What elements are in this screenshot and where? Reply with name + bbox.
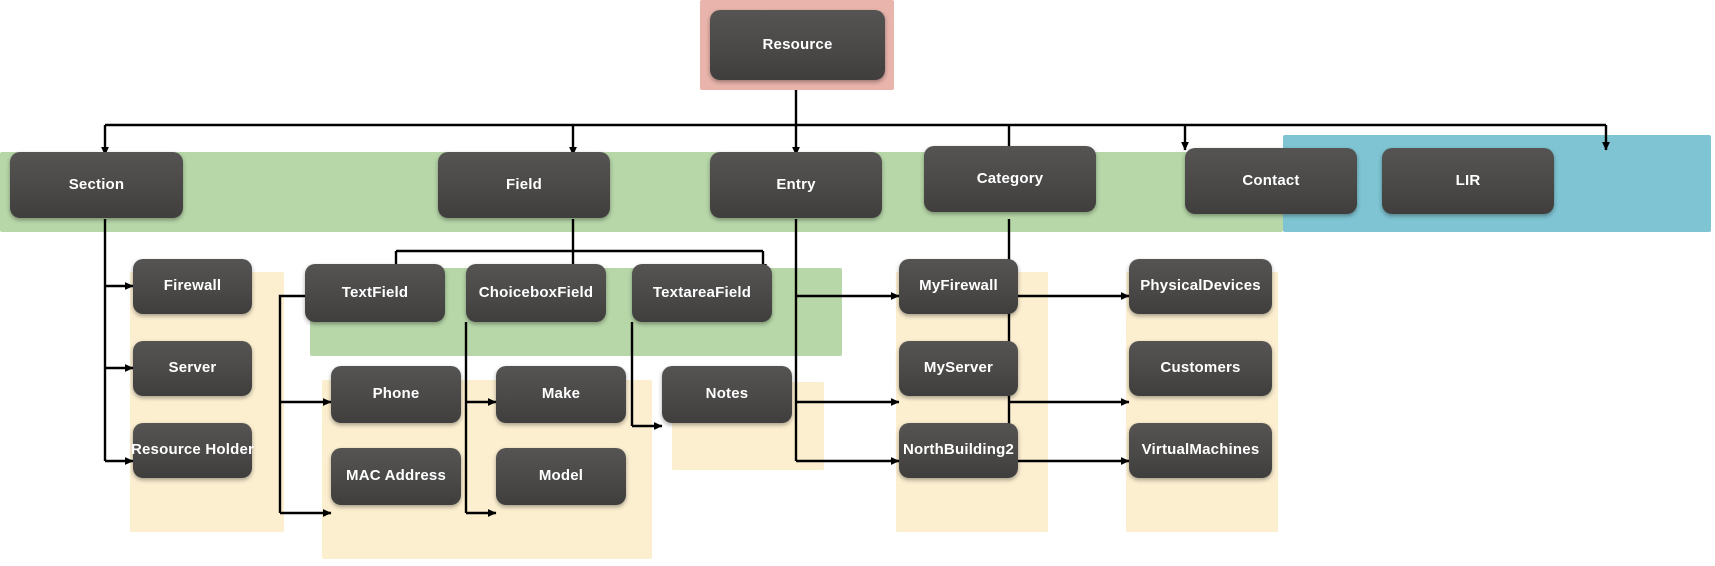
node-choiceboxfield[interactable]: ChoiceboxField — [466, 264, 606, 322]
node-label: Make — [541, 385, 581, 403]
node-label: Entry — [776, 175, 816, 193]
node-label: TextField — [341, 283, 409, 301]
node-notes[interactable]: Notes — [662, 366, 792, 423]
group-band-category-instances — [1126, 272, 1278, 532]
node-label: Firewall — [163, 277, 222, 295]
node-label: Server — [168, 359, 217, 377]
node-label: Model — [538, 467, 584, 485]
node-label: Resource — [762, 35, 833, 53]
node-label: Phone — [372, 385, 420, 403]
node-label: Section — [68, 175, 125, 193]
node-resource-holder[interactable]: Resource Holder — [130, 423, 255, 478]
node-firewall[interactable]: Firewall — [133, 259, 252, 314]
node-label: LIR — [1455, 171, 1481, 189]
node-textareafield[interactable]: TextareaField — [632, 264, 772, 322]
node-label: Customers — [1160, 359, 1241, 377]
node-label: ChoiceboxField — [478, 283, 594, 301]
node-label: Category — [976, 169, 1044, 187]
node-northbuilding2[interactable]: NorthBuilding2 — [899, 423, 1018, 478]
node-make[interactable]: Make — [496, 366, 626, 423]
node-resource[interactable]: Resource — [710, 10, 885, 80]
group-band-section-instances — [130, 272, 284, 532]
node-lir[interactable]: LIR — [1382, 148, 1554, 214]
node-label: Field — [505, 175, 542, 193]
node-label: TextareaField — [652, 283, 752, 301]
node-label: MAC Address — [346, 467, 446, 485]
node-model[interactable]: Model — [496, 448, 626, 505]
node-label: MyServer — [923, 359, 994, 377]
node-physicaldevices[interactable]: PhysicalDevices — [1129, 259, 1272, 314]
node-mac-address[interactable]: MAC Address — [331, 448, 461, 505]
node-myserver[interactable]: MyServer — [899, 341, 1018, 396]
node-label: Contact — [1242, 171, 1300, 189]
node-label: PhysicalDevices — [1140, 277, 1261, 295]
node-section[interactable]: Section — [10, 152, 183, 218]
node-phone[interactable]: Phone — [331, 366, 461, 423]
node-label: MyFirewall — [919, 277, 998, 295]
node-category[interactable]: Category — [924, 146, 1096, 212]
node-label: VirtualMachines — [1141, 441, 1260, 459]
node-myfirewall[interactable]: MyFirewall — [899, 259, 1018, 314]
node-server[interactable]: Server — [133, 341, 252, 396]
node-textfield[interactable]: TextField — [305, 264, 445, 322]
node-contact[interactable]: Contact — [1185, 148, 1357, 214]
node-customers[interactable]: Customers — [1129, 341, 1272, 396]
node-label: Notes — [705, 385, 749, 403]
node-virtualmachines[interactable]: VirtualMachines — [1129, 423, 1272, 478]
node-field[interactable]: Field — [438, 152, 610, 218]
node-label: NorthBuilding2 — [902, 441, 1015, 459]
node-label: Resource Holder — [130, 441, 255, 459]
node-entry[interactable]: Entry — [710, 152, 882, 218]
